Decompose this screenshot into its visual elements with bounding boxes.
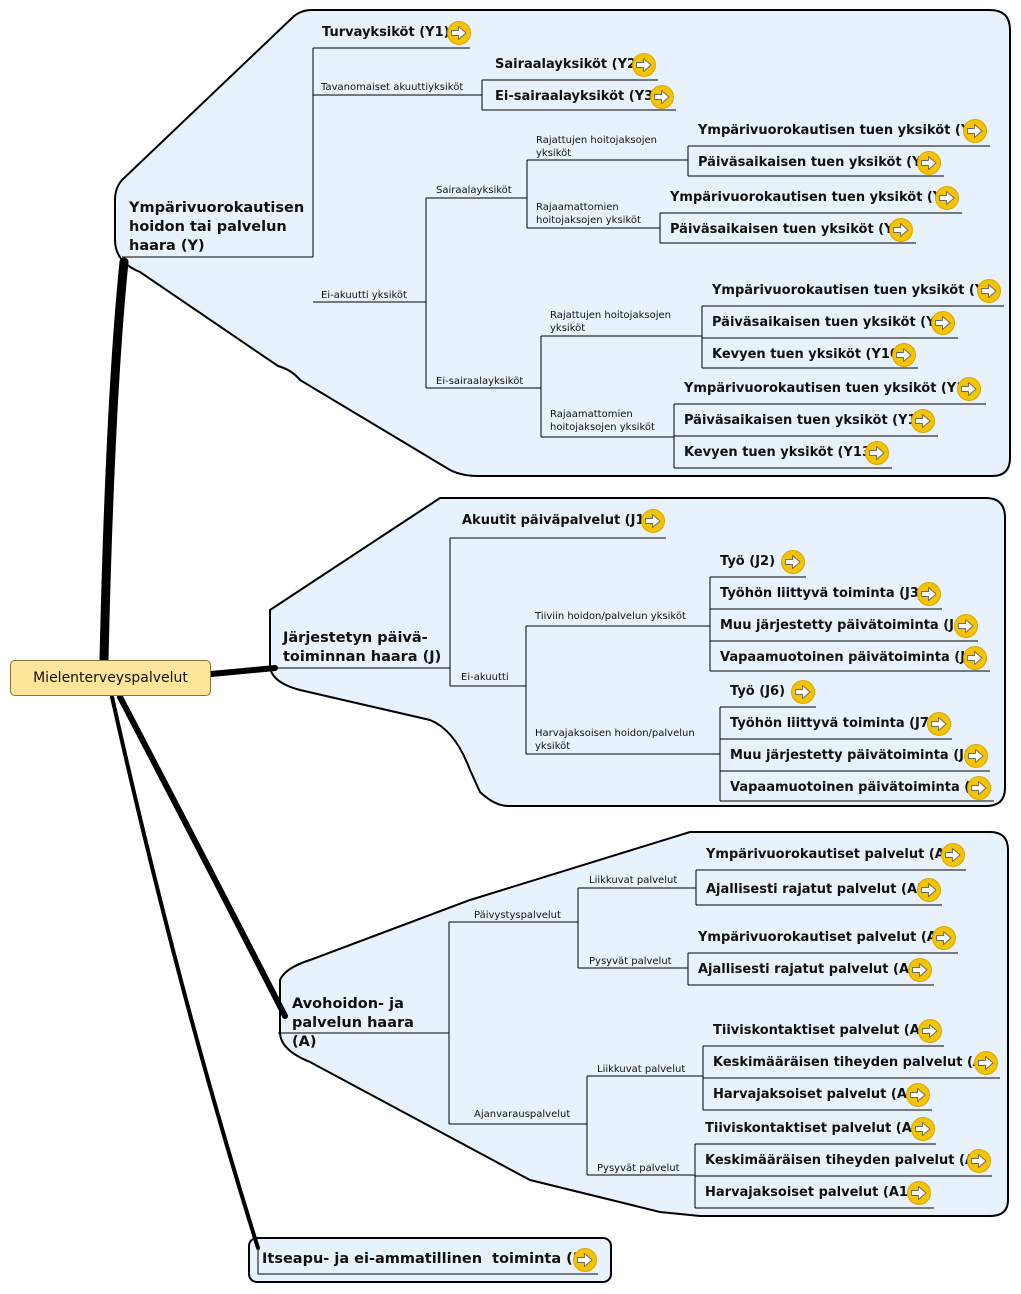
arrow-right-icon[interactable] bbox=[931, 925, 957, 951]
arrow-right-icon[interactable] bbox=[953, 613, 979, 639]
y-sairaala-label: Sairaalayksiköt bbox=[436, 185, 512, 196]
arrow-right-icon[interactable] bbox=[640, 508, 666, 534]
arrow-right-icon[interactable] bbox=[930, 310, 956, 336]
arrow-right-icon[interactable] bbox=[905, 1082, 931, 1108]
bubble-j bbox=[269, 497, 1006, 807]
y7-label[interactable]: Päiväsaikaisen tuen yksiköt (Y7) bbox=[670, 222, 909, 237]
j4-label[interactable]: Muu järjestetty päivätoiminta (J4) bbox=[720, 618, 969, 633]
a4-label[interactable]: Ajallisesti rajatut palvelut (A4) bbox=[698, 962, 925, 977]
arrow-right-icon[interactable] bbox=[910, 408, 936, 434]
arrow-right-icon[interactable] bbox=[956, 376, 982, 402]
arrow-right-icon[interactable] bbox=[864, 440, 890, 466]
y-e-rajaamaton-label: Rajaamattomien hoitojaksojen yksiköt bbox=[550, 409, 655, 433]
arrow-right-icon[interactable] bbox=[916, 150, 942, 176]
root-label: Mielenterveyspalvelut bbox=[33, 670, 188, 686]
arrow-right-icon[interactable] bbox=[934, 185, 960, 211]
arrow-right-icon[interactable] bbox=[916, 581, 942, 607]
a-p-liikkuvat-label: Liikkuvat palvelut bbox=[589, 875, 678, 886]
a-p-pysyvat-label: Pysyvät palvelut bbox=[589, 956, 672, 967]
y9-label[interactable]: Päiväsaikaisen tuen yksiköt (Y9) bbox=[712, 315, 951, 330]
arrow-right-icon[interactable] bbox=[780, 549, 806, 575]
y8-label[interactable]: Ympärivuorokautisen tuen yksiköt (Y8) bbox=[712, 283, 1000, 298]
bubble-i bbox=[248, 1237, 612, 1283]
y-s-rajattu-label: Rajattujen hoitojaksojen yksiköt bbox=[536, 135, 657, 159]
arrow-right-icon[interactable] bbox=[888, 217, 914, 243]
root-connector-i bbox=[110, 695, 260, 1250]
branch-y-title[interactable]: Ympärivuorokautisen hoidon tai palvelun … bbox=[129, 200, 305, 254]
arrow-right-icon[interactable] bbox=[910, 1116, 936, 1142]
j3-label[interactable]: Työhön liittyvä toiminta (J3) bbox=[720, 586, 925, 601]
j9-label[interactable]: Vapaamuotoinen päivätoiminta (J9) bbox=[730, 780, 991, 795]
arrow-right-icon[interactable] bbox=[649, 84, 675, 110]
j8-label[interactable]: Muu järjestetty päivätoiminta (J8) bbox=[730, 748, 979, 763]
branch-a-title[interactable]: Avohoidon- ja palvelun haara (A) bbox=[292, 996, 414, 1050]
arrow-right-icon[interactable] bbox=[916, 877, 942, 903]
y10-label[interactable]: Kevyen tuen yksiköt (Y10) bbox=[712, 347, 905, 362]
y11-label[interactable]: Ympärivuorokautisen tuen yksiköt (Y11) bbox=[684, 381, 981, 396]
a5-label[interactable]: Tiiviskontaktiset palvelut (A5) bbox=[713, 1023, 935, 1038]
arrow-right-icon[interactable] bbox=[446, 20, 472, 46]
j2-label[interactable]: Työ (J2) bbox=[720, 554, 776, 569]
arrow-right-icon[interactable] bbox=[907, 957, 933, 983]
y-eisairaala-label: Ei-sairaalayksiköt bbox=[436, 376, 524, 387]
y5-label[interactable]: Päiväsaikaisen tuen yksiköt (Y5) bbox=[698, 155, 937, 170]
a7-label[interactable]: Harvajaksoiset palvelut (A7) bbox=[713, 1087, 922, 1102]
arrow-right-icon[interactable] bbox=[940, 842, 966, 868]
branch-i-title[interactable]: Itseapu- ja ei-ammatillinen toiminta (I) bbox=[262, 1251, 585, 1267]
branch-j-title[interactable]: Järjestetyn päivä-toiminnan haara (J) bbox=[283, 630, 442, 665]
bubble-a bbox=[279, 831, 1009, 1217]
arrow-right-icon[interactable] bbox=[891, 342, 917, 368]
a-a-liikkuvat-label: Liikkuvat palvelut bbox=[597, 1064, 686, 1075]
a9-label[interactable]: Keskimääräisen tiheyden palvelut (A9) bbox=[705, 1153, 990, 1168]
root-node[interactable]: Mielenterveyspalvelut bbox=[10, 660, 211, 696]
a-ajanvaraus-label: Ajanvarauspalvelut bbox=[474, 1109, 571, 1120]
arrow-right-icon[interactable] bbox=[926, 711, 952, 737]
arrow-right-icon[interactable] bbox=[962, 645, 988, 671]
arrow-right-icon[interactable] bbox=[976, 278, 1002, 304]
a-paivystys-label: Päivystyspalvelut bbox=[474, 910, 561, 921]
a1-label[interactable]: Ympärivuorokautiset palvelut (A1) bbox=[706, 847, 960, 862]
y3-label[interactable]: Ei-sairaalayksiköt (Y3) bbox=[495, 89, 660, 104]
y2-label[interactable]: Sairaalayksiköt (Y2) bbox=[495, 57, 642, 72]
arrow-right-icon[interactable] bbox=[973, 1050, 999, 1076]
y-eiakuutti-label: Ei-akuutti yksiköt bbox=[321, 290, 407, 301]
y4-label[interactable]: Ympärivuorokautisen tuen yksiköt (Y4) bbox=[698, 123, 986, 138]
y-e-rajattu-label: Rajattujen hoitojaksojen yksiköt bbox=[550, 310, 671, 334]
a2-label[interactable]: Ajallisesti rajatut palvelut (A2) bbox=[706, 882, 933, 897]
arrow-right-icon[interactable] bbox=[790, 679, 816, 705]
root-connector-y bbox=[99, 257, 129, 665]
j6-label[interactable]: Työ (J6) bbox=[730, 684, 786, 699]
arrow-right-icon[interactable] bbox=[572, 1247, 598, 1273]
arrow-right-icon[interactable] bbox=[966, 1148, 992, 1174]
arrow-right-icon[interactable] bbox=[962, 118, 988, 144]
a-a-pysyvat-label: Pysyvät palvelut bbox=[597, 1163, 680, 1174]
j1-label[interactable]: Akuutit päiväpalvelut (J1) bbox=[462, 513, 651, 528]
arrow-right-icon[interactable] bbox=[906, 1180, 932, 1206]
y1-label[interactable]: Turvayksiköt (Y1) bbox=[322, 25, 450, 40]
j7-label[interactable]: Työhön liittyvä toiminta (J7) bbox=[730, 716, 935, 731]
y6-label[interactable]: Ympärivuorokautisen tuen yksiköt (Y6) bbox=[670, 190, 958, 205]
j-tiivis-label: Tiiviin hoidon/palvelun yksiköt bbox=[535, 611, 686, 622]
j-harva-label: Harvajaksoisen hoidon/palvelun yksiköt bbox=[535, 728, 695, 752]
a6-label[interactable]: Keskimääräisen tiheyden palvelut (A6) bbox=[713, 1055, 998, 1070]
j5-label[interactable]: Vapaamuotoinen päivätoiminta (J5) bbox=[720, 650, 981, 665]
a3-label[interactable]: Ympärivuorokautiset palvelut (A3) bbox=[698, 930, 952, 945]
root-connector-j bbox=[208, 665, 278, 677]
root-connector-a bbox=[117, 694, 288, 1019]
arrow-right-icon[interactable] bbox=[963, 743, 989, 769]
arrow-right-icon[interactable] bbox=[917, 1018, 943, 1044]
y-s-rajaamaton-label: Rajaamattomien hoitojaksojen yksiköt bbox=[536, 202, 641, 226]
a8-label[interactable]: Tiiviskontaktiset palvelut (A8) bbox=[705, 1121, 927, 1136]
a10-label[interactable]: Harvajaksoiset palvelut (A10) bbox=[705, 1185, 923, 1200]
bubble-y bbox=[114, 9, 1011, 477]
y12-label[interactable]: Päiväsaikaisen tuen yksiköt (Y12) bbox=[684, 413, 932, 428]
j-eiakuutti-label: Ei-akuutti bbox=[461, 672, 509, 683]
y13-label[interactable]: Kevyen tuen yksiköt (Y13) bbox=[684, 445, 877, 460]
akuutti-label: Tavanomaiset akuuttiyksiköt bbox=[321, 82, 464, 93]
arrow-right-icon[interactable] bbox=[966, 775, 992, 801]
arrow-right-icon[interactable] bbox=[631, 52, 657, 78]
